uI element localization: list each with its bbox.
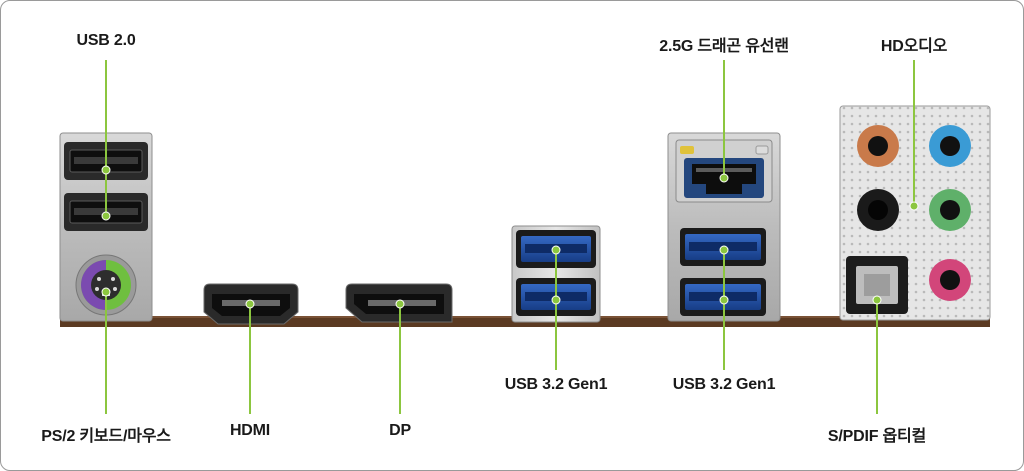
- label-usb32-a: USB 3.2 Gen1: [504, 376, 608, 393]
- leader-dots: [101, 165, 919, 309]
- label-dp: DP: [389, 422, 411, 439]
- audio-jack-blue: [929, 125, 971, 167]
- audio-jack-green: [929, 189, 971, 231]
- lan-port: [675, 139, 773, 203]
- label-usb32-b: USB 3.2 Gen1: [672, 376, 776, 393]
- label-usb20: USB 2.0: [76, 32, 136, 49]
- audio-jack-black: [857, 189, 899, 231]
- audio-panel: [839, 105, 991, 321]
- label-lan: 2.5G 드래곤 유선랜: [659, 38, 789, 55]
- usb32-stack-1: [511, 225, 601, 323]
- label-spdif: S/PDIF 옵티컬: [827, 428, 927, 445]
- audio-jack-orange: [857, 125, 899, 167]
- ps2-port: [75, 254, 137, 316]
- audio-jack-pink: [929, 259, 971, 301]
- spdif-port: [846, 256, 908, 314]
- label-hdmi: HDMI: [229, 422, 271, 439]
- label-hd-audio: HD오디오: [880, 38, 948, 55]
- usb20-ps2-stack: [59, 132, 153, 322]
- leader-lines: [105, 60, 915, 414]
- label-ps2: PS/2 키보드/마우스: [41, 428, 171, 445]
